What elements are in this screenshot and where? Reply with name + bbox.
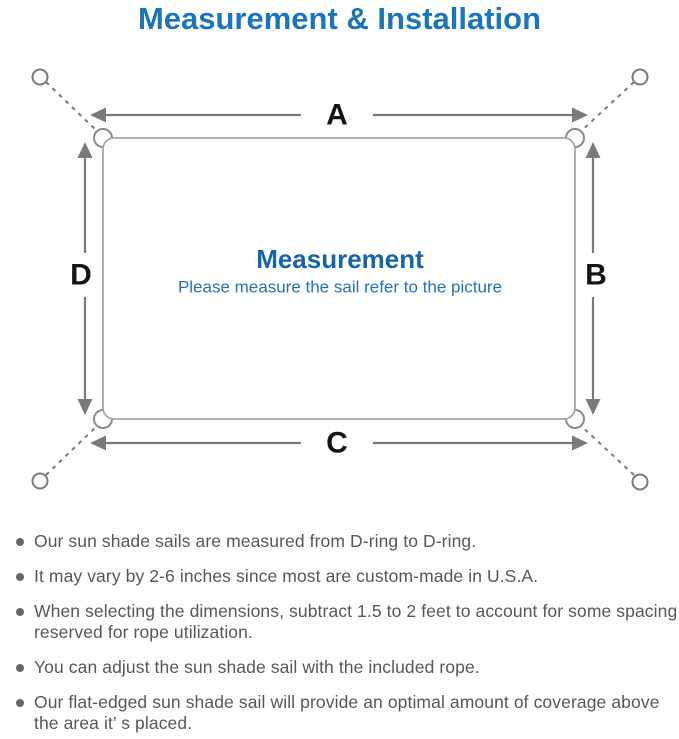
bullet-icon <box>16 664 24 672</box>
anchor-ring-icon-bottom-right <box>631 473 649 491</box>
anchor-rings <box>31 68 649 491</box>
anchor-ring-icon-top-left <box>31 68 49 86</box>
dimension-arrow-c <box>90 435 588 451</box>
arrowhead-right-icon <box>572 107 588 123</box>
bullet-icon <box>16 699 24 707</box>
bullet-icon <box>16 608 24 616</box>
list-item: It may vary by 2-6 inches since most are… <box>14 566 674 587</box>
rope-dashed-line-top-left <box>45 81 100 134</box>
dimension-label-c: C <box>326 427 348 460</box>
bullet-icon <box>16 573 24 581</box>
list-item: Our flat-edged sun shade sail will provi… <box>14 692 674 734</box>
diagram-center-subtitle: Please measure the sail refer to the pic… <box>178 278 502 297</box>
dimension-arrow-a <box>90 107 588 123</box>
arrowhead-left-icon <box>90 107 106 123</box>
notes-list: Our sun shade sails are measured from D-… <box>14 531 678 739</box>
arrowhead-up-icon <box>77 142 93 158</box>
arrowhead-down-icon <box>585 399 601 415</box>
rope-dashed-line-bottom-right <box>578 423 635 476</box>
arrowhead-left-icon <box>90 435 106 451</box>
measurement-diagram: A B C D Measurement Please measure the s… <box>0 56 679 506</box>
rope-dashed-lines <box>45 81 635 476</box>
arrowhead-right-icon <box>572 435 588 451</box>
dimension-label-d: D <box>70 259 92 292</box>
note-text: It may vary by 2-6 inches since most are… <box>34 566 539 586</box>
anchor-ring-icon-bottom-left <box>31 472 49 490</box>
arrowhead-down-icon <box>77 399 93 415</box>
note-text: Our sun shade sails are measured from D-… <box>34 531 477 551</box>
list-item: When selecting the dimensions, subtract … <box>14 601 678 643</box>
list-item: You can adjust the sun shade sail with t… <box>14 657 674 678</box>
dimension-label-b: B <box>585 259 607 292</box>
list-item: Our sun shade sails are measured from D-… <box>14 531 674 552</box>
sail-outline <box>102 137 576 420</box>
dimension-arrow-d <box>77 142 93 415</box>
diagram-center-title: Measurement <box>256 244 424 274</box>
dimension-arrow-b <box>585 142 601 415</box>
page-title: Measurement & Installation <box>137 1 542 36</box>
measurement-diagram-svg: A B C D Measurement Please measure the s… <box>31 68 649 491</box>
note-text: When selecting the dimensions, subtract … <box>34 601 678 642</box>
bullet-icon <box>16 538 24 546</box>
rope-dashed-line-bottom-left <box>45 423 100 476</box>
dimension-label-a: A <box>326 99 348 132</box>
rope-dashed-line-top-right <box>578 81 635 134</box>
arrowhead-up-icon <box>585 142 601 158</box>
note-text: You can adjust the sun shade sail with t… <box>34 657 480 677</box>
anchor-ring-icon-top-right <box>631 68 649 86</box>
note-text: Our flat-edged sun shade sail will provi… <box>34 692 660 733</box>
